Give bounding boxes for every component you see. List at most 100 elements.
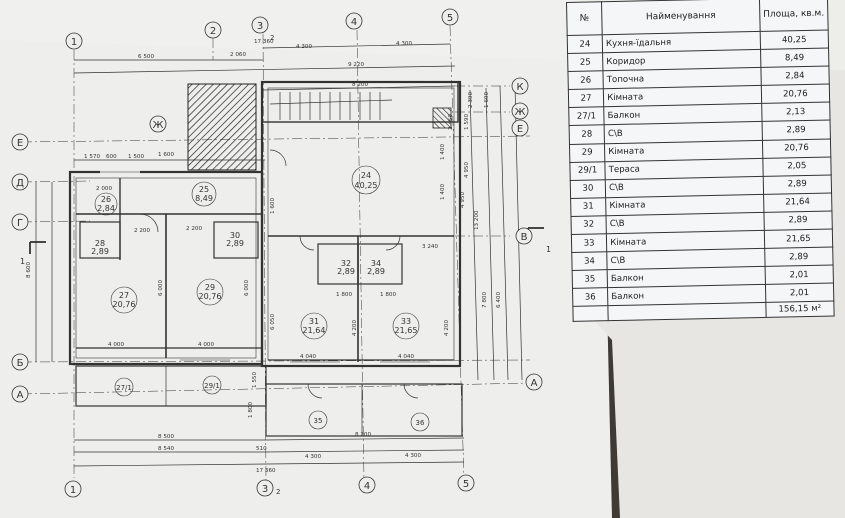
dim-label: 13 200 [474,210,480,230]
cell-area: 8,49 [760,48,829,68]
balcony-number: 29/1 [204,382,220,390]
cell-number: 36 [572,288,609,307]
dim-label: 2 200 [186,226,202,232]
room-number: 31 [309,317,319,326]
axis-bubbles: 1 2 3 2 4 5 1 3 2 4 5 Е Д Г Б [11,8,551,498]
room-number: 34 [371,259,381,268]
dim-label: 1 800 [336,292,352,298]
hatched-terrace [187,83,257,171]
dim-label: 6 000 [244,280,250,296]
dimension-labels: 17 360 6 500 2 060 4 300 4 300 9 220 8 2… [26,39,502,474]
room-area: 21,65 [395,326,418,335]
cell-area: 2,89 [761,120,831,140]
dim-label: 2 000 [96,186,112,192]
axis-label: Б [17,358,24,369]
cell-area: 2,01 [764,265,834,285]
cell-number: 27/1 [568,107,605,126]
room-area: 2,89 [367,267,385,276]
dim-label: 1 800 [248,402,254,418]
balcony-number: 35 [314,417,323,425]
cell-area: 2,89 [762,174,832,195]
room-number: 27 [119,291,129,300]
cell-area: 2,89 [763,210,833,231]
axis-sub-label: 2 [270,34,274,42]
dim-label: 8 500 [158,434,174,440]
axis-label: 5 [463,479,469,490]
dim-label: 1 600 [158,152,174,158]
dim-label: 4 000 [198,342,214,348]
cell-area: 2,89 [764,247,834,267]
axis-label: Е [517,124,523,135]
dim-label: 1 500 [128,154,144,160]
room-labels: 24 40,25 25 8,49 26 2,84 27 20,76 28 2,8… [91,165,430,432]
dim-label: 4 200 [352,320,358,336]
cell-area: 40,25 [759,30,829,50]
axis-label: Г [17,218,23,229]
room-number: 32 [341,259,351,268]
cell-number: 26 [567,70,604,90]
dim-label: 1 800 [380,292,396,298]
cell-number: 24 [567,34,603,54]
dim-label: 1 400 [440,144,446,160]
axis-sub-label: 2 [276,488,280,496]
axis-label: Е [17,138,23,149]
cell-area: 2,01 [765,283,834,303]
drawing-lines [21,25,544,481]
room-area: 2,89 [91,247,109,256]
hatched-column [432,107,452,129]
room-number: 28 [95,239,105,248]
room-area: 2,89 [226,239,244,248]
balcony-number: 27/1 [116,384,132,392]
cell-area: 20,76 [761,84,830,104]
dim-label: 2 200 [134,228,150,234]
cell-area: 2,05 [762,156,832,177]
axis-label: К [516,82,523,93]
dim-label: 4 300 [396,41,412,47]
room-area: 21,64 [303,326,326,335]
room-area: 20,76 [199,292,222,301]
dim-label: 510 [256,446,267,452]
dim-label: 4 300 [296,44,312,50]
room-number: 26 [101,195,111,204]
dim-label: 7 800 [482,292,488,308]
dim-label: 4 000 [108,342,124,348]
dim-label: 1 400 [440,184,446,200]
dim-label: 8 600 [26,262,32,278]
balcony-number: 36 [416,419,425,427]
cell-area: 2,13 [761,102,831,122]
cell-number: 33 [571,233,607,253]
dim-label: 17 360 [254,39,274,45]
cell-number: 29/1 [569,161,606,181]
dim-label: 600 [106,154,117,160]
dim-label: 9 220 [348,62,364,68]
cell-empty [572,306,609,322]
room-number: 24 [361,171,371,180]
dim-label: 6 500 [138,54,154,60]
dim-label: 1 600 [484,92,490,108]
dim-label: 4 950 [464,162,470,178]
room-area: 2,84 [97,204,115,213]
cell-total-area: 156,15 м² [765,301,835,318]
axis-label: 1 [71,37,77,48]
cell-number: 25 [567,52,604,72]
cell-number: 30 [570,179,606,199]
room-area: 2,89 [337,267,355,276]
axis-label: Ж [515,107,526,118]
dim-label: 4 040 [398,354,414,360]
axis-label: 3 [262,484,268,495]
room-number: 29 [205,283,215,292]
col-header-num: № [566,1,603,36]
axis-label: 1 [70,485,76,496]
dim-label: 4 200 [444,320,450,336]
cell-empty [608,302,766,322]
dim-label: 2 060 [230,52,246,58]
axis-label: 2 [210,26,216,37]
cell-area: 21,64 [763,192,832,213]
dim-label: 1 570 [84,154,100,160]
room-area: 8,49 [195,194,213,203]
dim-label: 17 360 [256,468,276,474]
cell-area: 20,76 [762,138,831,159]
